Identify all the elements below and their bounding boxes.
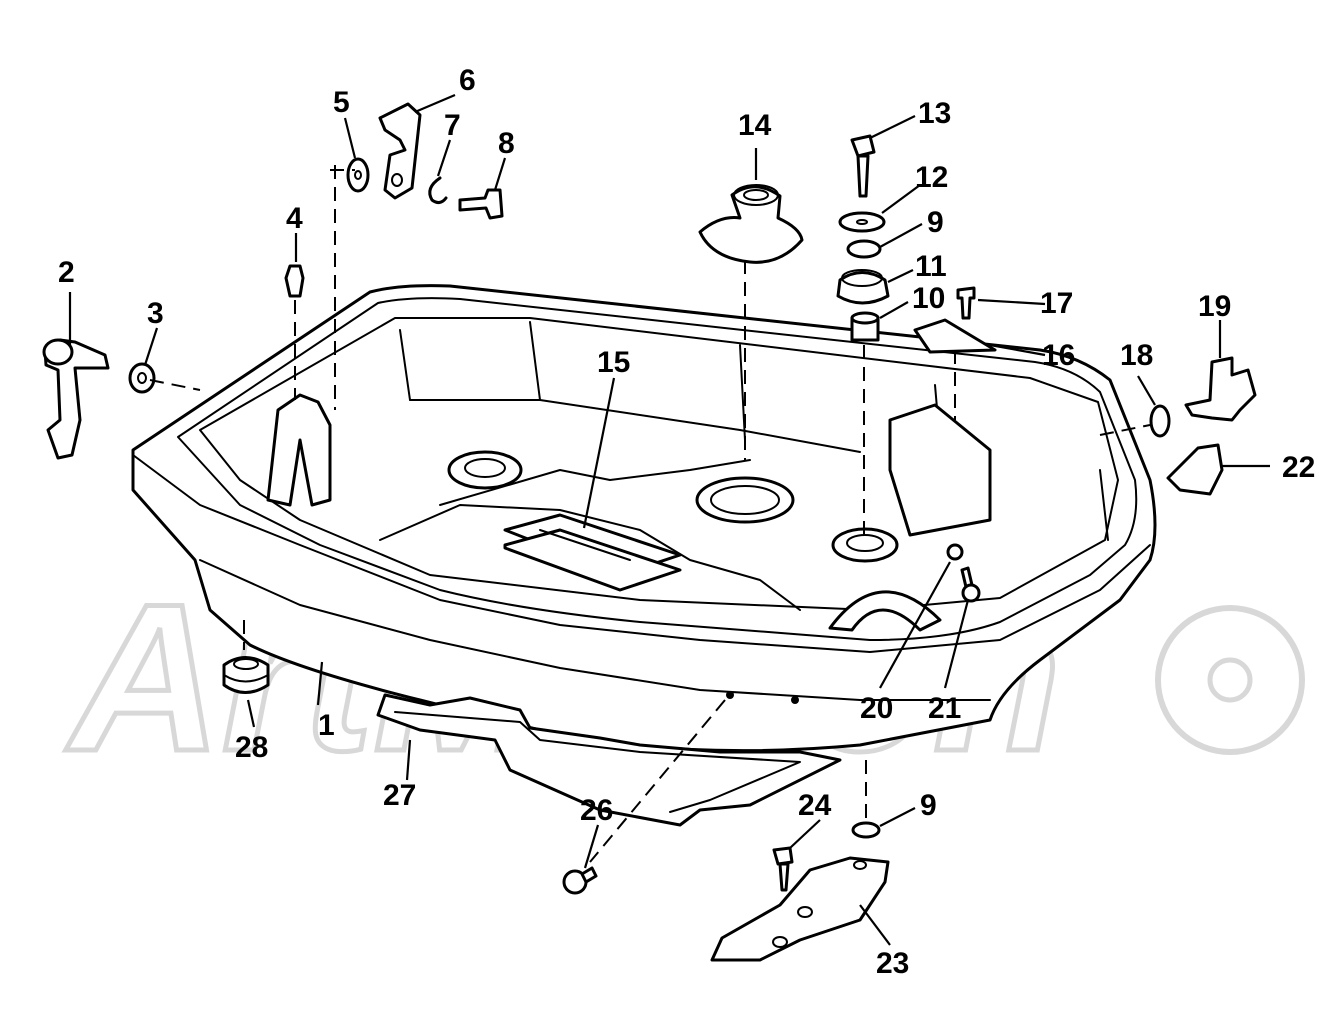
callout-28: 28 bbox=[235, 731, 268, 764]
callout-19: 19 bbox=[1198, 290, 1231, 323]
lower-motor-cover bbox=[131, 284, 1157, 753]
part-4-fitting bbox=[284, 264, 305, 298]
leader-lines bbox=[68, 93, 1270, 946]
callout-26: 26 bbox=[580, 794, 613, 827]
part-24-bolt bbox=[772, 846, 794, 892]
callout-6: 6 bbox=[459, 64, 476, 97]
part-21-screw bbox=[960, 566, 981, 603]
callout-4: 4 bbox=[286, 202, 303, 235]
callout-17: 17 bbox=[1040, 287, 1073, 320]
callout-7: 7 bbox=[444, 109, 461, 142]
callout-16: 16 bbox=[1042, 339, 1075, 372]
part-8-pin bbox=[458, 188, 504, 220]
callout-22: 22 bbox=[1282, 451, 1315, 484]
callout-18: 18 bbox=[1120, 339, 1153, 372]
callout-5: 5 bbox=[333, 86, 350, 119]
part-6-latch-hook bbox=[378, 102, 422, 200]
callout-3: 3 bbox=[147, 297, 164, 330]
callout-8: 8 bbox=[498, 127, 515, 160]
part-18-washer bbox=[1149, 404, 1171, 438]
part-27-seal-strip bbox=[376, 693, 842, 827]
part-3-washer bbox=[128, 362, 156, 394]
callout-15: 15 bbox=[597, 346, 630, 379]
alignment-lines bbox=[149, 165, 1151, 863]
part-2-lever bbox=[42, 338, 110, 460]
part-10-sleeve bbox=[850, 311, 880, 342]
part-17-screw bbox=[956, 286, 976, 320]
callout-24: 24 bbox=[798, 789, 832, 822]
part-19-lever bbox=[1184, 356, 1257, 422]
part-9-washer-bottom bbox=[851, 821, 881, 839]
callout-12: 12 bbox=[915, 161, 948, 194]
callout-23: 23 bbox=[876, 947, 909, 980]
callout-10: 10 bbox=[912, 282, 945, 315]
callout-13: 13 bbox=[918, 97, 951, 130]
part-5-washer bbox=[346, 157, 370, 193]
part-11-grommet bbox=[836, 269, 890, 305]
part-7-clip bbox=[428, 176, 448, 205]
callout-9-top: 9 bbox=[927, 206, 944, 239]
callout-2: 2 bbox=[58, 256, 75, 289]
part-12-washer bbox=[838, 211, 886, 233]
part-26-plug bbox=[562, 866, 598, 895]
callout-27: 27 bbox=[383, 779, 416, 812]
callout-14: 14 bbox=[738, 109, 772, 142]
callout-1: 1 bbox=[318, 709, 335, 742]
part-14-grommet bbox=[698, 184, 804, 264]
callout-21: 21 bbox=[928, 692, 961, 725]
part-13-bolt bbox=[850, 134, 876, 198]
callout-labels: 1 2 3 4 5 6 7 8 9 10 11 12 13 14 15 16 1… bbox=[58, 64, 1315, 980]
callout-9-bottom: 9 bbox=[920, 789, 937, 822]
callout-11: 11 bbox=[915, 250, 947, 283]
part-23-bracket bbox=[710, 856, 890, 962]
part-16-plate bbox=[913, 318, 997, 354]
part-28-grommet bbox=[222, 656, 270, 694]
part-15-seal bbox=[503, 513, 682, 592]
part-20-nut bbox=[946, 543, 964, 561]
part-9-washer-top bbox=[846, 239, 882, 259]
callout-20: 20 bbox=[860, 692, 893, 725]
part-22-clip bbox=[1166, 443, 1224, 496]
